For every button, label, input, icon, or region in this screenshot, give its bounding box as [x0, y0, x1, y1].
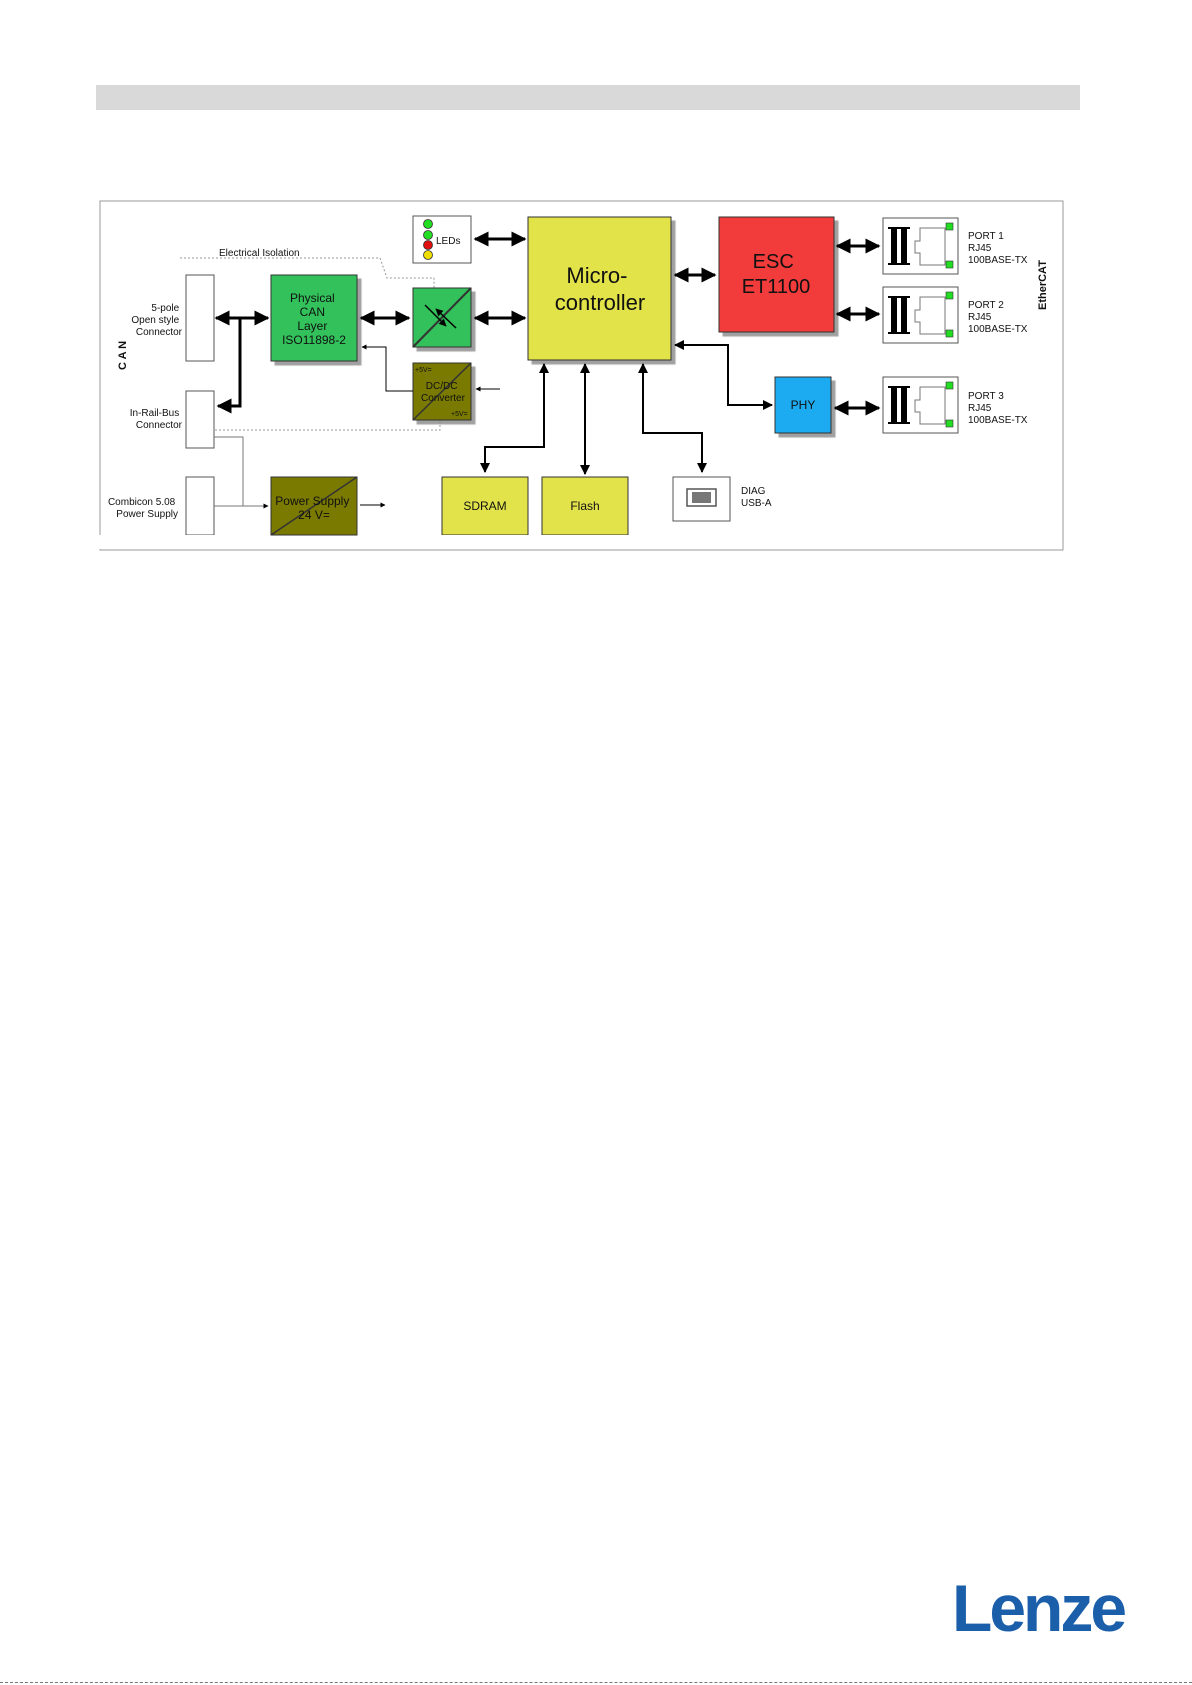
- block-diagram: C A N EtherCAT Electrical Isolation 5-po…: [99, 200, 1064, 551]
- isolator-arrow-b: [435, 308, 457, 329]
- micro-phy-arrow: [674, 340, 773, 410]
- isolator-diagonal: [412, 287, 472, 348]
- port3-label: PORT 3 RJ45 100BASE-TX: [968, 391, 1028, 426]
- flash-block: [541, 476, 629, 536]
- micro-usb-arrow: [638, 363, 707, 473]
- sdram-block: [441, 476, 529, 536]
- dcdc-diagonal: [412, 362, 472, 421]
- electrical-isolation-line: [180, 257, 435, 306]
- footer-divider: [0, 1682, 1192, 1683]
- power-supply-diagonal: [270, 476, 358, 536]
- diagram-frame: [99, 200, 1064, 551]
- led-green-2: [423, 230, 433, 240]
- led-red: [423, 240, 433, 250]
- physical-can-layer-block: [270, 274, 358, 362]
- esc-label: ESC ET1100: [742, 251, 811, 298]
- diag-label: DIAG USB-A: [741, 486, 772, 509]
- phy-block: [774, 376, 832, 434]
- power-supply-label: Power Supply 24 V=: [275, 494, 352, 522]
- microcontroller-block: [527, 216, 672, 361]
- phy-label: PHY: [791, 398, 816, 412]
- port3-rj45: [882, 376, 959, 434]
- port1-label: PORT 1 RJ45 100BASE-TX: [968, 231, 1028, 266]
- port2-rj45: [882, 286, 959, 344]
- esc-block: [718, 216, 835, 333]
- port1-rj45: [882, 217, 959, 275]
- five-pole-label: 5-pole Open style Connector: [131, 303, 182, 338]
- physical-can-layer-label: Physical CAN Layer ISO11898-2: [282, 291, 346, 347]
- in-rail-bus-label: In-Rail-Bus Connector: [130, 408, 183, 431]
- rail-bus-power-line: [214, 436, 269, 509]
- dcdc-bottom-label: +5V=: [451, 411, 468, 418]
- leds-label: LEDs: [436, 236, 460, 247]
- dcdc-feed-line: [361, 344, 413, 392]
- electrical-isolation-label: Electrical Isolation: [219, 248, 300, 259]
- microcontroller-label: Micro- controller: [555, 263, 645, 315]
- header-bar: [96, 85, 1080, 110]
- can-arrow-railbus: [216, 318, 242, 414]
- five-pole-connector: [185, 274, 215, 362]
- ethercat-side-label: EtherCAT: [1037, 260, 1049, 310]
- combicon-label: Combicon 5.08 Power Supply: [108, 497, 178, 520]
- port2-label: PORT 2 RJ45 100BASE-TX: [968, 300, 1028, 335]
- led-yellow: [423, 250, 433, 260]
- dcdc-label: DC/DC Converter: [421, 381, 466, 404]
- combicon-connector: [185, 476, 215, 536]
- led-green-1: [423, 219, 433, 229]
- in-rail-bus-connector: [185, 390, 215, 449]
- flash-label: Flash: [570, 499, 599, 513]
- can-side-label: C A N: [117, 341, 129, 370]
- leds-block: [412, 215, 472, 264]
- dcdc-top-label: +5V=: [415, 367, 432, 374]
- micro-sdram-arrow: [480, 363, 549, 473]
- electrical-isolation-line-lower: [215, 395, 441, 431]
- lenze-logo: Lenze: [952, 1571, 1127, 1645]
- sdram-label: SDRAM: [463, 499, 506, 513]
